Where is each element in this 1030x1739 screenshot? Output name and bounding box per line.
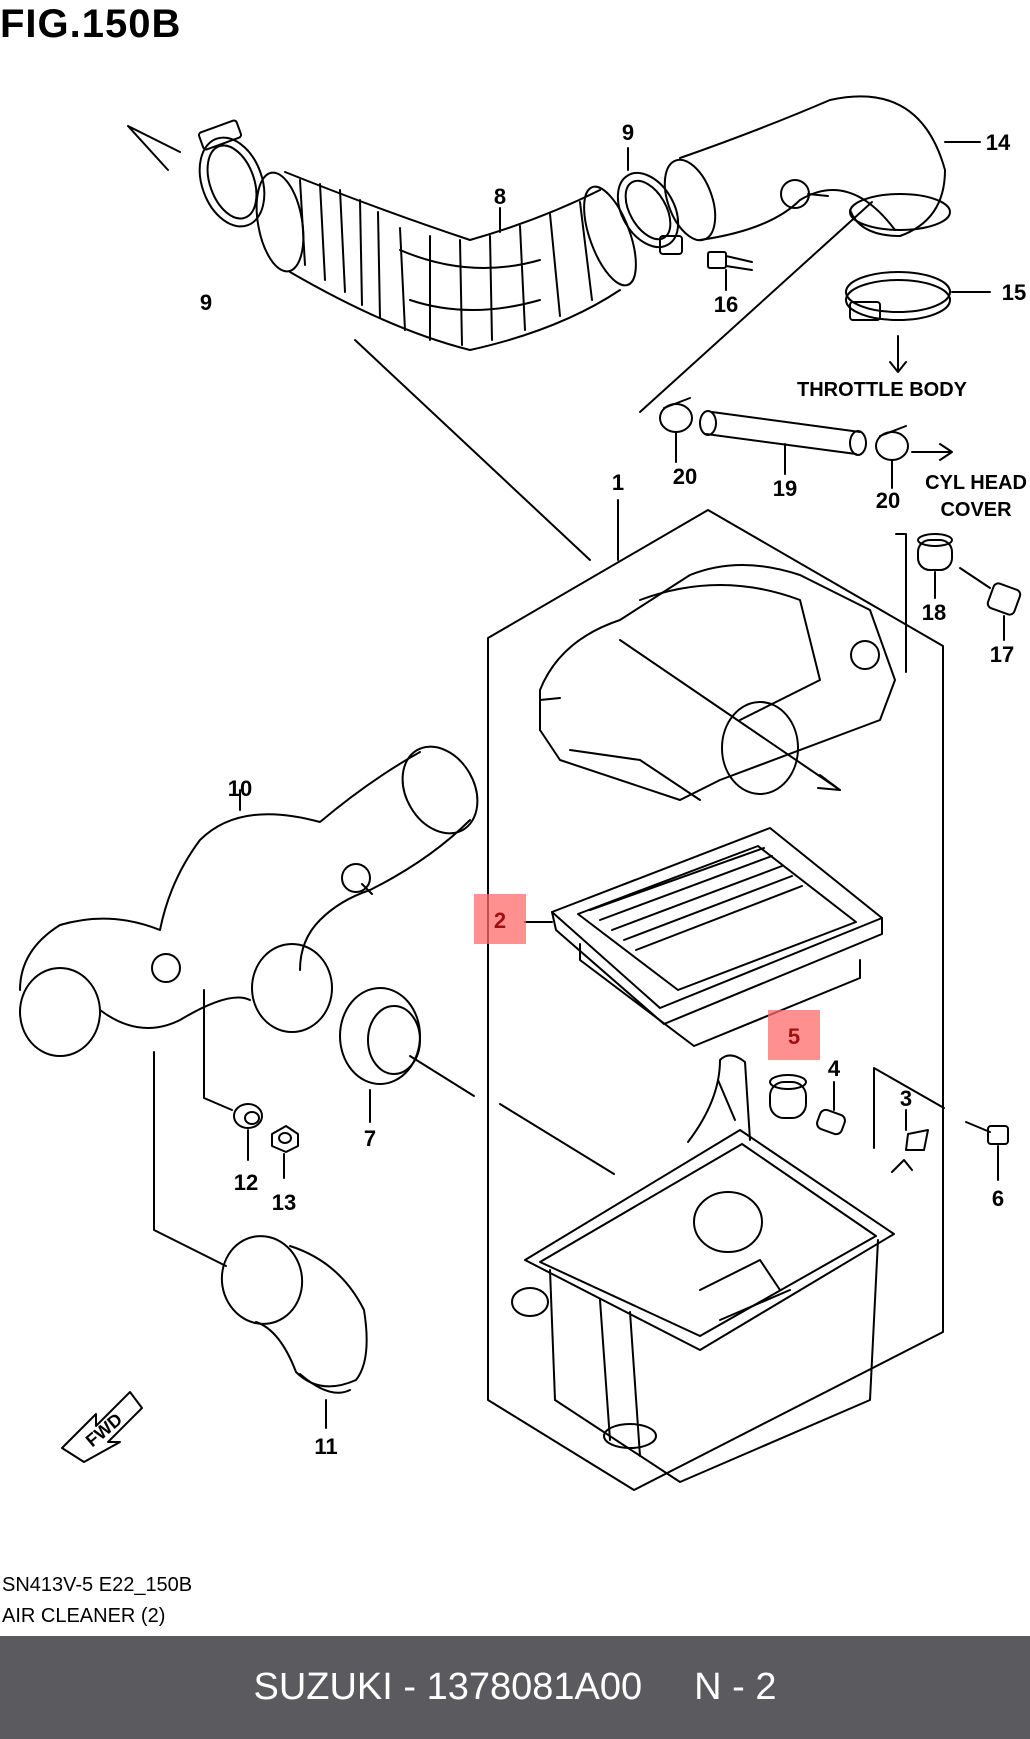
- cyl-head-label-line1: CYL HEAD: [925, 472, 1027, 494]
- callout-19: 19: [773, 476, 797, 501]
- hose-clamp-15-part: [845, 271, 951, 321]
- callout-3: 3: [900, 1086, 912, 1111]
- callout-17: 17: [990, 642, 1014, 667]
- intake-duct-10-part: [19, 745, 479, 1057]
- arrow-throttle-body: [889, 335, 907, 373]
- callout-9-upper: 9: [622, 120, 634, 145]
- callout-4: 4: [828, 1056, 841, 1081]
- filter-element-part: [551, 827, 883, 1047]
- grommet-5-part: [769, 1074, 807, 1119]
- callout-13: 13: [272, 1190, 296, 1215]
- footer-quantity: N - 2: [694, 1666, 777, 1708]
- callout-6: 6: [992, 1186, 1004, 1211]
- callout-20-left: 20: [673, 464, 697, 489]
- elbow-11-part: [220, 1235, 368, 1394]
- throttle-body-label: THROTTLE BODY: [797, 379, 968, 401]
- callout-11: 11: [314, 1434, 337, 1459]
- leader-7-connector: [409, 1055, 475, 1097]
- leader-8-to-1: [354, 339, 591, 561]
- breather-hose-part: [699, 410, 867, 456]
- bolt-6-part: [965, 1121, 1009, 1145]
- bracket-part: [687, 1054, 751, 1143]
- bolt-16-part: [707, 251, 753, 271]
- diagram-name: AIR CLEANER (2): [2, 1605, 166, 1627]
- throttle-duct-part: [663, 95, 951, 242]
- callout-10: 10: [228, 776, 252, 801]
- footer-part-number: SUZUKI - 1378081A00: [253, 1666, 643, 1708]
- callout-20-right: 20: [876, 488, 900, 513]
- assembly-outline: [487, 509, 944, 1491]
- air-cleaner-case-part: [511, 1129, 895, 1483]
- figure-title: FIG.150B: [0, 2, 182, 46]
- nut-13-part: [271, 1125, 299, 1153]
- grommet-12-part: [233, 1103, 263, 1129]
- callout-5: 5: [788, 1024, 800, 1049]
- hose-clamp-left-part: [197, 119, 266, 228]
- cyl-head-label-line2: COVER: [940, 499, 1012, 521]
- fwd-arrow-icon: [61, 1391, 143, 1463]
- callout-16: 16: [714, 292, 738, 317]
- intake-hose-part: [255, 171, 637, 351]
- arrow-cyl-head: [911, 443, 953, 461]
- callout-2: 2: [494, 908, 506, 933]
- leader-arrow-left: [127, 125, 181, 171]
- hose-clip-20-left-part: [659, 397, 693, 433]
- hose-clip-20-right-part: [875, 425, 909, 461]
- leader-bracket-6: [873, 1067, 945, 1149]
- highlight-2: [474, 894, 526, 944]
- leaders-19-20: [675, 431, 893, 489]
- callout-15: 15: [1002, 280, 1026, 305]
- callout-9-left: 9: [200, 290, 212, 315]
- air-cleaner-cover-part: [539, 564, 896, 801]
- footer-bar: SUZUKI - 1378081A00 N - 2: [0, 1636, 1030, 1739]
- parts-diagram: 1 2 3 4 5 6 7 8 9 9 10 11 12 13 14 15 16…: [19, 95, 1027, 1491]
- leader-12-13-bracket: [203, 989, 233, 1111]
- callout-1: 1: [612, 470, 624, 495]
- callout-18: 18: [922, 600, 946, 625]
- seal-ring-7-part: [339, 987, 421, 1085]
- collar-4-part: [816, 1108, 846, 1136]
- callout-7: 7: [364, 1126, 376, 1151]
- leaders-12-13: [247, 1129, 285, 1179]
- sensor-17-part: [959, 567, 1022, 616]
- leader-18-bracket: [895, 533, 907, 673]
- grommet-18-part: [917, 533, 953, 571]
- diagram-code: SN413V-5 E22_150B: [2, 1574, 193, 1596]
- leader-to-case: [499, 1103, 615, 1175]
- clip-3-part: [891, 1129, 929, 1173]
- highlight-5: [768, 1010, 820, 1060]
- callout-12: 12: [234, 1170, 258, 1195]
- callout-8: 8: [494, 184, 506, 209]
- hose-clamp-upper-part: [616, 172, 683, 255]
- callout-14: 14: [986, 130, 1011, 155]
- leader-14-to-20: [639, 201, 873, 413]
- leader-11-bracket: [153, 1051, 227, 1267]
